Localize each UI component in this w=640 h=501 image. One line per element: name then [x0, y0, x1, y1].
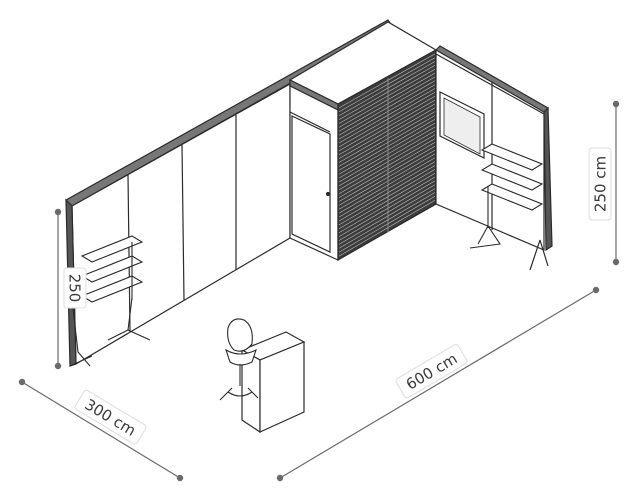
slat [338, 161, 436, 218]
height-right-dimension-text: 250 cm [592, 156, 610, 212]
slat [338, 146, 436, 202]
label-height-right: 250 cm [588, 147, 612, 221]
slat [338, 61, 436, 116]
slat [338, 165, 436, 222]
chair [219, 318, 259, 401]
slat [338, 192, 436, 249]
left-shelf-unit [71, 235, 151, 367]
slat [338, 153, 436, 210]
slat [338, 84, 436, 140]
right-shelf-unit [469, 143, 544, 249]
back-wall [65, 19, 393, 366]
slat [338, 92, 436, 148]
slat [338, 184, 436, 241]
slat [338, 107, 436, 163]
slat [338, 88, 436, 144]
slat [338, 80, 436, 136]
slat [338, 134, 436, 191]
slat [338, 53, 436, 109]
slat [338, 188, 436, 245]
slat [338, 99, 436, 155]
slat [338, 138, 436, 194]
slat [338, 72, 436, 128]
label-height-left: 250 [63, 267, 87, 309]
slat [338, 111, 436, 167]
label-depth: 300 cm [74, 389, 147, 445]
slat [338, 196, 436, 253]
storage-room [288, 21, 438, 261]
dimension-lines [18, 100, 620, 482]
slat [338, 199, 436, 257]
slat [338, 169, 436, 226]
slat [338, 176, 436, 233]
slat [338, 69, 436, 124]
slat [338, 142, 436, 198]
slat [338, 65, 436, 120]
slat [338, 122, 436, 179]
slat [338, 95, 436, 152]
slat [338, 130, 436, 187]
slat [338, 126, 436, 183]
slat [338, 119, 436, 175]
slat [338, 115, 436, 171]
slat [338, 103, 436, 159]
slatted-wall [337, 48, 437, 262]
slat [338, 149, 436, 206]
height-left-dimension-text: 250 [66, 274, 84, 303]
slat [338, 172, 436, 230]
slat [338, 180, 436, 237]
counter-desk [240, 331, 306, 434]
slat [338, 57, 436, 113]
slat [338, 157, 436, 214]
label-width: 600 cm [395, 343, 468, 399]
right-end-post [529, 106, 553, 271]
slat [338, 76, 436, 132]
